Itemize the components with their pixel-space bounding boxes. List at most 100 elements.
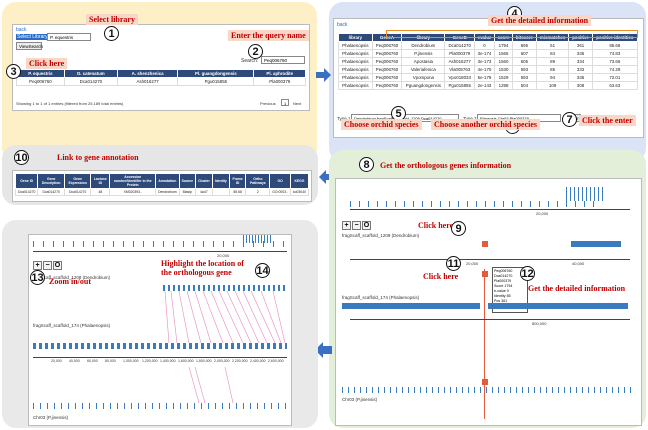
col-header[interactable]: Gene ID (14, 173, 39, 189)
col-header[interactable]: Accession number/Identifier in the Prote… (109, 173, 157, 189)
synteny-links-lower (188, 367, 234, 403)
col-header[interactable]: Cluster (195, 173, 213, 189)
zoom-reset-button[interactable]: O (362, 221, 371, 230)
col-header[interactable]: P. equestris (16, 69, 65, 78)
step-13-number: 13 (30, 270, 45, 285)
col-header[interactable]: Pl. aphrodite (253, 69, 306, 78)
table-cell: 73.66 (591, 57, 639, 66)
zoom-reset-button[interactable]: O (53, 261, 62, 270)
col-header[interactable]: Identity (211, 173, 230, 189)
col-header[interactable]: Gene Expression (63, 173, 92, 189)
top-gene-ticks (350, 201, 600, 207)
search-input[interactable]: Peq006760 (261, 56, 305, 64)
table-cell: 1298 (494, 81, 514, 90)
tick-label: 1,200,000 (142, 359, 158, 363)
tick-label: 1,600,000 (178, 359, 194, 363)
step-14-number: 14 (255, 263, 270, 278)
zoom-in-button[interactable]: + (33, 261, 42, 270)
table-cell: 3e-173 (473, 57, 496, 66)
result-link[interactable]: Peq006760 (16, 77, 65, 86)
table-cell: 336 (568, 49, 593, 58)
panel-detailed-info: back library GeneA library GeneB evalue … (329, 2, 646, 162)
page-button[interactable]: 1 (281, 99, 289, 106)
step-8-label: Get the orthologous genes information (380, 161, 512, 170)
tick-label: 2,400,000 (250, 359, 266, 363)
table-cell: Peq006760 (371, 65, 403, 74)
table-cell: Phalaenopsis (338, 65, 373, 74)
col-header[interactable]: Lactose ID (90, 173, 111, 189)
table-cell: 85 (535, 65, 570, 74)
gene-marker[interactable] (482, 241, 488, 247)
col-header[interactable]: Source (178, 173, 197, 189)
step-7-label: Click the enter (579, 115, 636, 126)
back-link[interactable]: back (16, 27, 27, 33)
step-2-label: Enter the query name (228, 30, 309, 41)
table-cell: Dendrobium (155, 188, 180, 196)
table-cell: Pguangdongensis (401, 81, 446, 90)
step-7-number: 7 (562, 112, 577, 127)
table-cell: Apostasia (401, 57, 446, 66)
step-4-label: Get the detailed information (488, 15, 592, 26)
top-gene-block (243, 235, 273, 243)
annotation-link[interactable]: ko03040 (289, 188, 310, 196)
table-cell: 94 (535, 73, 570, 82)
table-cell: 72.01 (591, 73, 639, 82)
col-header[interactable]: A. shenzhenica (116, 69, 179, 78)
prev-button[interactable]: Previous (260, 101, 276, 106)
table-cell: Phalaenopsis (338, 41, 373, 50)
gene-marker[interactable] (482, 379, 488, 385)
table-cell: Dendrobium (401, 41, 446, 50)
step-2-number: 2 (248, 44, 263, 59)
annotation-link[interactable]: Dca014270 (63, 188, 92, 196)
zoom-in-button[interactable]: + (342, 221, 351, 230)
table-cell: Pla000379 (444, 49, 475, 58)
col-header[interactable]: library (338, 33, 373, 42)
table-cell: 1560 (494, 57, 514, 66)
ortholog-table: library GeneA library GeneB evalue score… (338, 33, 639, 90)
col-header[interactable]: Pl. guangdongensis (177, 69, 255, 78)
tick-label: 2,200,000 (232, 359, 248, 363)
table-cell: Dca014270 (63, 77, 118, 86)
mid-scale-label-a: 20,000 (466, 261, 479, 266)
col-header[interactable]: Ortho Pathways (245, 173, 271, 189)
step-3-label: Click here (26, 58, 68, 69)
table-cell: 63.63 (591, 81, 639, 90)
annotation-link[interactable]: XM020393.. (109, 188, 157, 196)
gene-marker[interactable] (482, 271, 488, 277)
step-10-number: 10 (14, 150, 29, 165)
col-header[interactable]: D. catenatum (63, 69, 118, 78)
zoom-out-button[interactable]: − (352, 221, 361, 230)
table-cell: 695 (512, 41, 537, 50)
track3-label: Chr03 (P.jinensis) (33, 415, 69, 420)
track2-gene-left (342, 303, 480, 309)
view-search-button[interactable]: ViewSearch (16, 42, 43, 50)
col-header[interactable]: KEGG (289, 173, 310, 189)
step-1-number: 1 (104, 26, 119, 41)
col-header[interactable]: GO (269, 173, 291, 189)
table-cell: 607 (512, 49, 537, 58)
col-header[interactable]: Annotation (155, 173, 180, 189)
library-select[interactable]: P. equestris (47, 33, 91, 41)
annotation-link[interactable]: Dca014270 (14, 188, 39, 196)
back-link[interactable]: back (337, 22, 348, 28)
library-table: P. equestris D. catenatum A. shenzhenica… (16, 69, 306, 86)
col-header[interactable]: Gene Description (37, 173, 65, 189)
table-cell: 361 (568, 41, 593, 50)
panel-library-search: back Select Library: P. equestris ViewSe… (2, 2, 317, 162)
type1-label: Type 1: (337, 116, 352, 121)
col-header[interactable]: Frame ID (228, 173, 247, 189)
annotation-link[interactable]: Dca014270 (37, 188, 65, 196)
track1-label: fragScaff_scaffold_1209 (Dendrobium) (33, 275, 111, 280)
step-14-label: Highlight the location of the orthologou… (161, 259, 244, 277)
step-11-label: Click here (423, 272, 459, 281)
popup-line: Score 1794 (494, 284, 513, 288)
zoom-out-button[interactable]: − (43, 261, 52, 270)
annotation-link[interactable]: GO:0003.. (269, 188, 291, 196)
table-cell: 504 (512, 81, 537, 90)
track3-ticks (33, 403, 287, 409)
table-cell: Phalaenopsis (338, 49, 373, 58)
next-button[interactable]: Next (293, 101, 302, 106)
